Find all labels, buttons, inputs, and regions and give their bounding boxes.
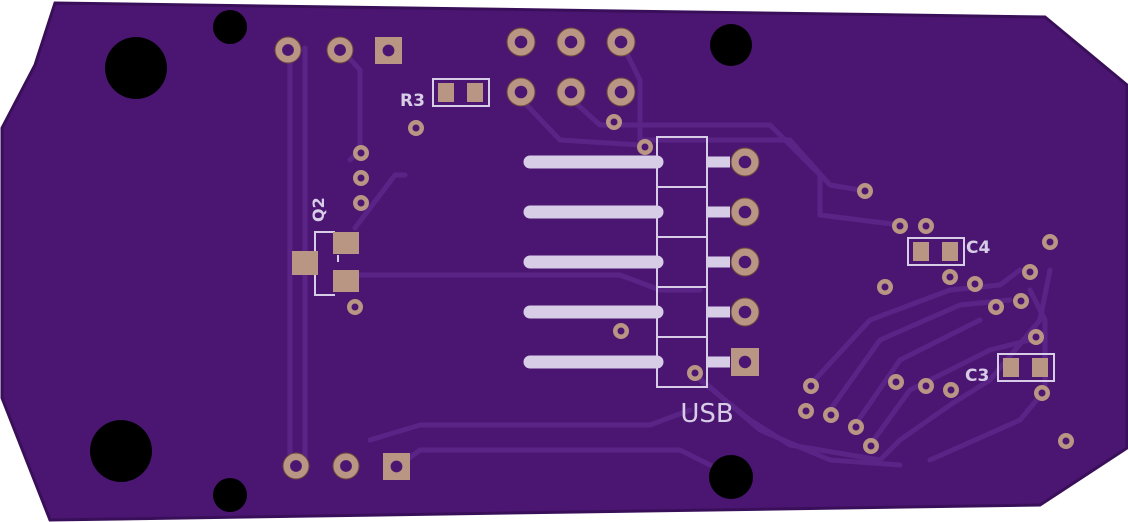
pad-drill xyxy=(382,44,395,57)
pad-drill xyxy=(738,305,752,319)
resistor-r3: R3 xyxy=(400,78,490,111)
via-drill xyxy=(1017,297,1025,305)
capacitor-c3: C3 xyxy=(965,353,1055,386)
usb-header: USB xyxy=(523,136,734,429)
pad-drill xyxy=(614,35,628,49)
via-drill xyxy=(691,369,699,377)
via-drill xyxy=(357,199,365,207)
via-drill xyxy=(881,283,889,291)
capacitor-c4: C4 xyxy=(907,237,990,266)
via-drill xyxy=(617,327,625,335)
via-drill xyxy=(992,303,1000,311)
via-drill xyxy=(971,280,979,288)
q2-pad-2 xyxy=(333,232,359,254)
through-hole-pads xyxy=(274,27,760,480)
c4-outline xyxy=(907,237,965,266)
via-drill xyxy=(641,143,649,151)
via-drill xyxy=(922,382,930,390)
mounting-holes xyxy=(90,10,753,512)
via-drill xyxy=(827,411,835,419)
r3-pad-right xyxy=(467,83,483,102)
mounting-hole-bottom-left xyxy=(90,420,152,482)
copper-traces xyxy=(287,37,1053,473)
c4-pad-left xyxy=(913,242,929,261)
c3-label: C3 xyxy=(965,366,989,386)
c3-pad-right xyxy=(1032,358,1048,377)
via-drill xyxy=(802,407,810,415)
via-drill xyxy=(357,149,365,157)
pad-drill xyxy=(614,85,628,99)
transistor-q2: Q2 xyxy=(292,197,359,296)
q2-pad-3 xyxy=(333,270,359,292)
via-drill xyxy=(922,222,930,230)
pad-drill xyxy=(514,85,528,99)
via-drill xyxy=(852,423,860,431)
via-drill xyxy=(610,118,618,126)
pad-drill xyxy=(390,460,403,473)
via-drill xyxy=(1032,333,1040,341)
via-drill xyxy=(1046,238,1054,246)
via-drill xyxy=(807,382,815,390)
r3-pad-left xyxy=(438,83,454,102)
pad-drill xyxy=(290,460,302,472)
via-drill xyxy=(896,222,904,230)
r3-label: R3 xyxy=(400,91,425,111)
via-drill xyxy=(1062,437,1070,445)
mounting-hole-bottom-small-1 xyxy=(213,478,247,512)
c3-pad-left xyxy=(1003,358,1019,377)
q2-pad-1 xyxy=(292,251,318,275)
pad-drill xyxy=(738,355,752,369)
vias xyxy=(347,114,1074,454)
pad-drill xyxy=(564,85,578,99)
pad-drill xyxy=(738,255,752,269)
pad-drill xyxy=(340,460,352,472)
usb-label: USB xyxy=(680,399,733,429)
pad-drill xyxy=(514,35,528,49)
c4-pad-right xyxy=(942,242,958,261)
r3-outline xyxy=(432,78,490,107)
pad-drill xyxy=(282,44,294,56)
pad-drill xyxy=(738,155,752,169)
via-drill xyxy=(1038,389,1046,397)
via-drill xyxy=(892,378,900,386)
via-drill xyxy=(947,386,955,394)
via-drill xyxy=(867,442,875,450)
pad-drill xyxy=(738,205,752,219)
mounting-hole-top-small-2 xyxy=(710,24,752,66)
q2-label: Q2 xyxy=(309,197,328,222)
pad-drill xyxy=(564,35,578,49)
c3-outline xyxy=(997,353,1055,382)
via-drill xyxy=(351,303,359,311)
via-drill xyxy=(412,124,420,132)
via-drill xyxy=(946,273,954,281)
c4-label: C4 xyxy=(966,238,990,258)
pad-drill xyxy=(334,44,346,56)
mounting-hole-bottom-small-2 xyxy=(709,455,753,499)
via-drill xyxy=(1026,268,1034,276)
mounting-hole-top-left xyxy=(105,37,167,99)
via-drill xyxy=(861,187,869,195)
mounting-hole-top-small-1 xyxy=(213,10,247,44)
via-drill xyxy=(357,174,365,182)
